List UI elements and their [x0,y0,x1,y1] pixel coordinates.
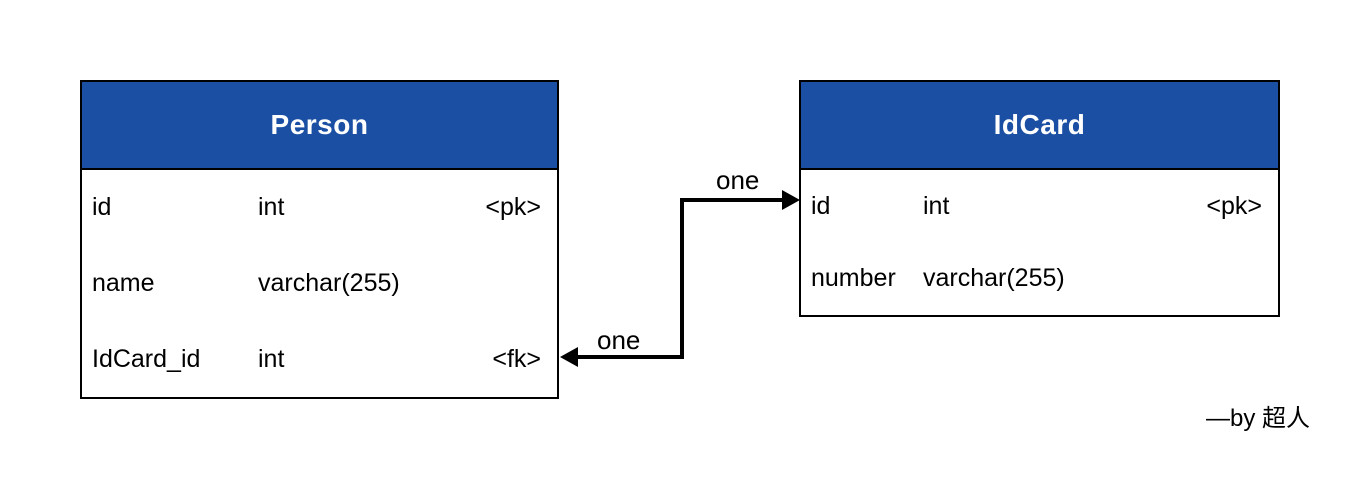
entity-table-idcard[interactable]: IdCard id int <pk> number varchar(255) [799,80,1280,317]
column-name: number [811,264,896,293]
column-type: varchar(255) [258,268,400,297]
table-row: name varchar(255) [82,246,557,321]
relationship-line-bottom-segment [572,355,684,359]
column-key-badge: <pk> [1206,191,1262,220]
entity-header-idcard: IdCard [801,82,1278,170]
column-type: int [258,193,285,222]
column-name: name [92,268,155,297]
entity-body-idcard: id int <pk> number varchar(255) [801,170,1278,315]
column-name: id [811,191,831,220]
table-row: id int <pk> [801,170,1278,242]
relationship-line-vertical-segment [680,198,684,359]
table-row: id int <pk> [82,170,557,245]
entity-header-person: Person [82,82,557,170]
relationship-label-top: one [716,165,760,195]
column-type: int [923,191,950,220]
column-type: varchar(255) [923,264,1065,293]
entity-body-person: id int <pk> name varchar(255) IdCard_id … [82,170,557,397]
arrowhead-left-icon [560,347,578,367]
table-row: number varchar(255) [801,243,1278,315]
table-row: IdCard_id int <fk> [82,322,557,397]
relationship-label-bottom: one [597,325,641,355]
byline: —by 超人 [1206,405,1311,432]
relationship-line-top-segment [680,198,788,202]
column-key-badge: <fk> [492,344,541,373]
column-name: id [92,193,112,222]
entity-table-person[interactable]: Person id int <pk> name varchar(255) IdC… [80,80,559,399]
arrowhead-right-icon [782,190,800,210]
column-name: IdCard_id [92,344,201,373]
column-key-badge: <pk> [485,193,541,222]
column-type: int [258,344,285,373]
